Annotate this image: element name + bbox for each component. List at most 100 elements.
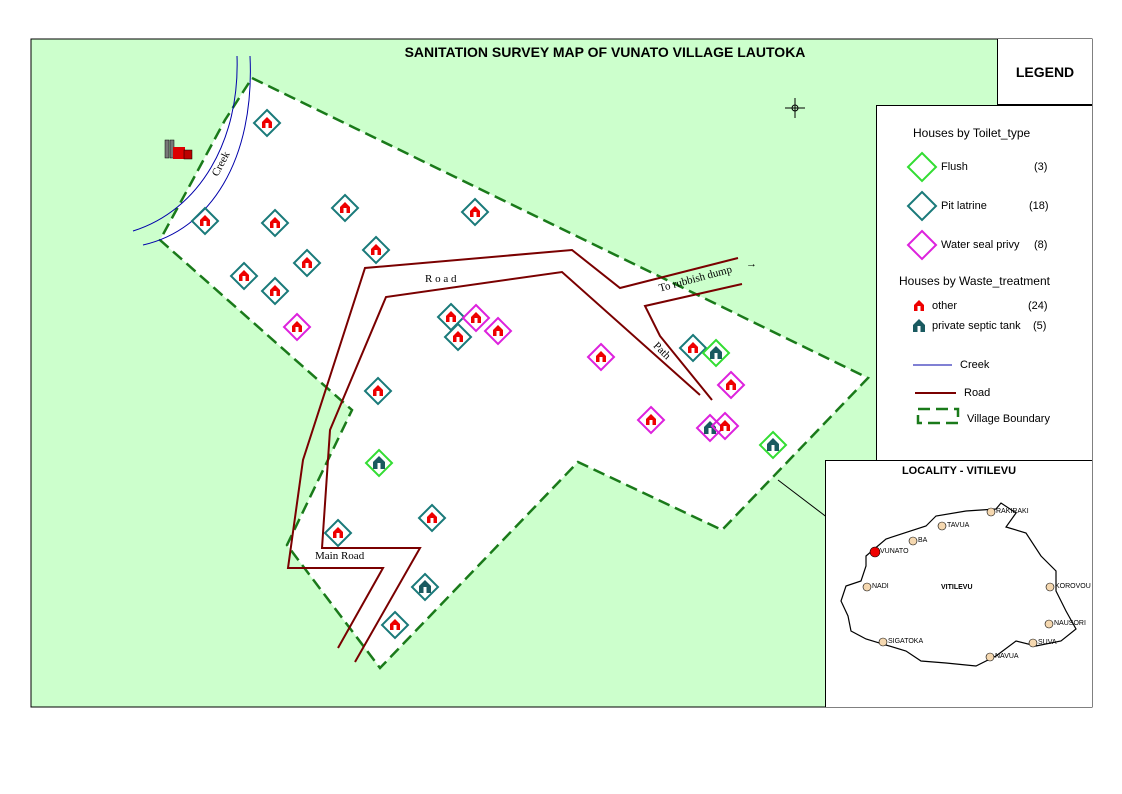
red-house-icon [427, 512, 437, 523]
house-marker-water-seal-privy [461, 303, 491, 333]
house-marker-pit-latrine [330, 193, 360, 223]
town-marker [869, 546, 881, 558]
town-label: NAUSORI [1054, 620, 1086, 627]
factory-icon [164, 139, 193, 160]
town-label: NAVUA [995, 653, 1019, 660]
red-house-icon [596, 351, 606, 362]
town-marker [986, 507, 996, 517]
boundary-legend-symbol [916, 407, 960, 425]
legend-label: Pit latrine [941, 200, 987, 212]
red-house-icon [453, 331, 463, 342]
road-line [320, 270, 701, 663]
path-line [643, 283, 743, 401]
red-house-icon [720, 420, 730, 431]
septic-house-icon [913, 319, 925, 332]
house-marker-water-seal-privy [483, 316, 513, 346]
house-marker-pit-latrine [678, 333, 708, 363]
island-label: VITILEVU [941, 584, 973, 591]
house-markers [190, 108, 788, 640]
creek-line [132, 55, 238, 232]
town-label: TAVUA [947, 522, 970, 529]
legend-count: (5) [1033, 320, 1047, 332]
red-house-icon [262, 117, 272, 128]
house-marker-water-seal-privy [282, 312, 312, 342]
red-house-icon [493, 325, 503, 336]
legend-label: Creek [960, 359, 990, 371]
red-house-icon [270, 217, 280, 228]
red-house-icon [373, 385, 383, 396]
house-marker-flush [701, 338, 731, 368]
house-marker-pit-latrine [292, 248, 322, 278]
red-house-icon [646, 414, 656, 425]
legend-count: (24) [1028, 300, 1048, 312]
legend-count: (8) [1034, 239, 1048, 251]
road-label: R o a d [425, 273, 457, 285]
house-marker-pit-latrine [260, 208, 290, 238]
legend-label: Flush [941, 161, 968, 173]
house-marker-pit-latrine [460, 197, 490, 227]
red-house-icon [340, 202, 350, 213]
legend-label: Road [964, 387, 991, 399]
vitilevu-island-outline [840, 502, 1077, 667]
house-marker-pit-latrine [323, 518, 353, 548]
toilet-group-heading: Houses by Toilet_type [913, 126, 1031, 140]
town-marker [878, 637, 888, 647]
house-marker-pit-latrine [410, 572, 440, 602]
red-house-icon [471, 312, 481, 323]
house-marker-pit-latrine [190, 206, 220, 236]
red-house-icon [270, 285, 280, 296]
legend-label: Water seal privy [941, 239, 1020, 251]
house-marker-pit-latrine [443, 322, 473, 352]
house-marker-water-seal-privy [710, 411, 740, 441]
town-label: SIGATOKA [888, 638, 924, 645]
rubbish-arrow: → [746, 258, 757, 270]
red-house-icon [200, 215, 210, 226]
red-house-icon [726, 379, 736, 390]
legend-count: (3) [1034, 161, 1048, 173]
legend-panel: Houses by Toilet_type Flush (3) Pit latr… [876, 105, 1092, 461]
legend-label: private septic tank [932, 320, 1021, 332]
town-marker [908, 536, 918, 546]
legend-heading: LEGEND [997, 39, 1092, 105]
town-marker [1028, 638, 1038, 648]
legend-label: other [932, 300, 958, 312]
red-house-icon [302, 257, 312, 268]
septic-house-icon [710, 346, 722, 359]
red-house-icon [470, 206, 480, 217]
town-marker [862, 582, 872, 592]
compass-icon [785, 98, 805, 118]
road-line [286, 248, 739, 649]
legend-diamond-icon [906, 151, 938, 183]
town-label: SUVA [1038, 639, 1057, 646]
waste-group-heading: Houses by Waste_treatment [899, 274, 1050, 288]
house-marker-water-seal-privy [695, 413, 725, 443]
red-house-icon [390, 619, 400, 630]
town-label: KOROVOU [1055, 583, 1091, 590]
house-marker-water-seal-privy [636, 405, 666, 435]
septic-house-icon [373, 456, 385, 469]
house-marker-flush [758, 430, 788, 460]
legend-diamond-icon [906, 229, 938, 261]
house-marker-water-seal-privy [586, 342, 616, 372]
town-label: VUNATO [880, 548, 909, 555]
creek-line [142, 55, 251, 246]
house-marker-pit-latrine [380, 610, 410, 640]
map-title: SANITATION SURVEY MAP OF VUNATO VILLAGE … [404, 44, 806, 60]
septic-house-icon [419, 580, 431, 593]
red-house-icon [688, 342, 698, 353]
town-marker [937, 521, 947, 531]
town-label: RAKIRAKI [996, 508, 1029, 515]
red-house-icon [239, 270, 249, 281]
house-marker-pit-latrine [363, 376, 393, 406]
legend-label: Village Boundary [967, 413, 1050, 425]
legend-symbols [906, 151, 960, 425]
red-house-icon [292, 321, 302, 332]
house-marker-flush [364, 448, 394, 478]
house-marker-water-seal-privy [716, 370, 746, 400]
legend-count: (18) [1029, 200, 1049, 212]
town-label: BA [918, 537, 928, 544]
red-house-icon [333, 527, 343, 538]
house-marker-pit-latrine [229, 261, 259, 291]
town-marker [1045, 582, 1055, 592]
